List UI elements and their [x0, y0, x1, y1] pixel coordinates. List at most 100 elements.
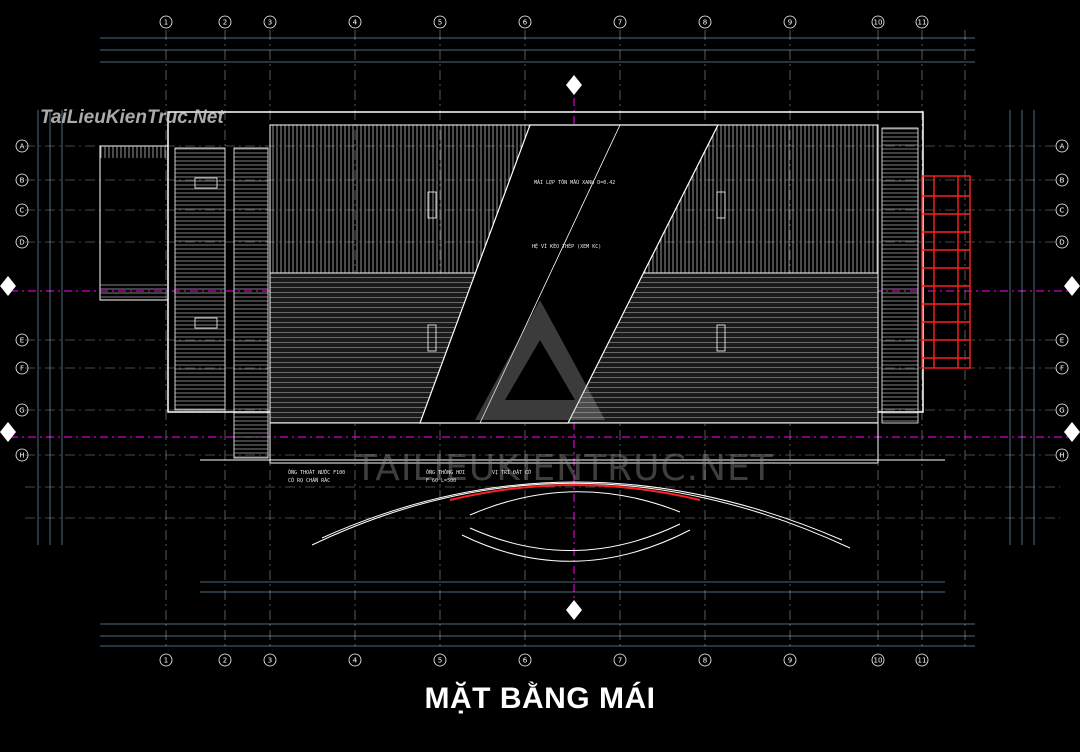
note-drain-pipe: ỐNG THOÁT NƯỚC F100: [288, 470, 346, 476]
grid-col-top-4-label: 4: [353, 19, 358, 27]
section-markers: [0, 75, 1080, 620]
grid-col-bottom-4: [348, 653, 362, 667]
grid-col-bottom-9: [783, 653, 797, 667]
grid-col-bottom-8-label: 8: [703, 657, 707, 665]
grid-col-bottom-7-label: 7: [618, 657, 622, 665]
grid-row-left-C-label: C: [20, 207, 25, 215]
grid-col-bottom-8: [698, 653, 712, 667]
grid-row-left-H-label: H: [19, 452, 24, 460]
grid-row-right-F: [1055, 361, 1069, 375]
red-beam: [449, 484, 701, 501]
grid-col-top-6: [518, 15, 532, 29]
grid-col-top-1: [159, 15, 173, 29]
grid-col-top-9-label: 9: [788, 19, 792, 27]
grid-row-left-F-label: F: [20, 365, 24, 373]
grid-row-left-A-label: A: [20, 143, 25, 151]
grid-col-top-6-label: 6: [523, 19, 528, 27]
grid-col-bottom-3-label: 3: [268, 657, 272, 665]
left-strip-2: [233, 147, 269, 459]
grid-col-bottom-11: [915, 653, 929, 667]
grid-row-right-A-label: A: [1060, 143, 1065, 151]
front-canopy: [269, 422, 879, 562]
grid-col-bottom-10-label: 10: [874, 657, 883, 665]
left-annex: [99, 145, 169, 301]
red-trellis: [921, 175, 971, 369]
side-dimensions: [37, 110, 1035, 545]
grid-row-right-C: [1055, 203, 1069, 217]
grid-col-top-7-label: 7: [618, 19, 622, 27]
grid-row-left-G-label: G: [19, 407, 24, 415]
grid-row-right-G: [1055, 403, 1069, 417]
grid-col-bottom-2-label: 2: [223, 657, 227, 665]
note-vent-pipe-2: F 60 L=500: [426, 478, 457, 484]
grid-col-top-9: [783, 15, 797, 29]
grid-row-left-H: [15, 448, 29, 462]
grid-col-top-7: [613, 15, 627, 29]
grid-col-top-4: [348, 15, 362, 29]
grid-col-top-3: [263, 15, 277, 29]
grid-col-top-10: [871, 15, 885, 29]
grid-col-top-11-label: 11: [918, 19, 927, 27]
grid-col-bottom-9-label: 9: [788, 657, 792, 665]
left-strip-1: [174, 147, 226, 411]
grid-col-top-2: [218, 15, 232, 29]
grid-col-bottom-6: [518, 653, 532, 667]
grid-col-top-5-label: 5: [438, 19, 442, 27]
center-watermark: TAILIEUKIENTRUC.NET: [355, 448, 774, 489]
drawing-title: MẶT BẰNG MÁI: [424, 682, 656, 715]
grid-col-top-8-label: 8: [703, 19, 707, 27]
right-strip: [881, 127, 919, 424]
grid-col-bottom-1: [159, 653, 173, 667]
grid-row-left-D-label: D: [19, 239, 24, 247]
grid-row-right-C-label: C: [1060, 207, 1065, 215]
grid-row-left-B-label: B: [20, 177, 25, 185]
note-drain-pipe-2: CÓ RỌ CHẮN RÁC: [288, 478, 331, 484]
grid-row-left-C: [15, 203, 29, 217]
grid-row-left-D: [15, 235, 29, 249]
top-dimensions: [100, 37, 975, 647]
grid-row-right-B-label: B: [1060, 177, 1065, 185]
grid-row-right-A: [1055, 139, 1069, 153]
grid-col-bottom-6-label: 6: [523, 657, 528, 665]
grid-row-right-E-label: E: [1060, 337, 1064, 345]
grid-row-left-B: [15, 173, 29, 187]
grid-row-right-E: [1055, 333, 1069, 347]
grid-col-top-3-label: 3: [268, 19, 272, 27]
grid-col-bottom-11-label: 11: [918, 657, 927, 665]
note-steel-frame: HỆ VÌ KÈO THÉP (XEM KC): [532, 244, 602, 250]
grid-col-top-2-label: 2: [223, 19, 227, 27]
grid-col-bottom-3: [263, 653, 277, 667]
grid-row-left-F: [15, 361, 29, 375]
grid-row-right-F-label: F: [1060, 365, 1064, 373]
grid-row-right-D: [1055, 235, 1069, 249]
grid-row-left-E-label: E: [20, 337, 24, 345]
grid-col-bottom-2: [218, 653, 232, 667]
grid-col-bottom-7: [613, 653, 627, 667]
grid-row-left-A: [15, 139, 29, 153]
note-vent-pipe: ỐNG THÔNG HƠI: [426, 470, 466, 476]
grid-col-bottom-10: [871, 653, 885, 667]
grid-row-right-B: [1055, 173, 1069, 187]
grid-row-left-E: [15, 333, 29, 347]
logo-watermark: TaiLieuKienTruc.Net: [40, 107, 224, 128]
grid-row-left-G: [15, 403, 29, 417]
grid-col-top-11: [915, 15, 929, 29]
grid-row-right-G-label: G: [1059, 407, 1064, 415]
watermark-triangle-icon: [475, 300, 605, 420]
grid-row-right-D-label: D: [1059, 239, 1064, 247]
note-roof-sheet: MÁI LỢP TÔN MẦU XANH D=0.42: [534, 180, 616, 186]
grid-col-bottom-5: [433, 653, 447, 667]
grid-col-top-8: [698, 15, 712, 29]
grid-col-top-5: [433, 15, 447, 29]
grid-col-bottom-4-label: 4: [353, 657, 358, 665]
grid-row-right-H: [1055, 448, 1069, 462]
grid-col-top-10-label: 10: [874, 19, 883, 27]
grid-col-bottom-5-label: 5: [438, 657, 442, 665]
grid-col-bottom-1-label: 1: [164, 657, 168, 665]
grid-row-right-H-label: H: [1059, 452, 1064, 460]
grid-col-top-1-label: 1: [164, 19, 168, 27]
note-position: VỊ TRÍ ĐẶT CỜ: [492, 470, 532, 476]
roof-openings: [194, 177, 726, 352]
